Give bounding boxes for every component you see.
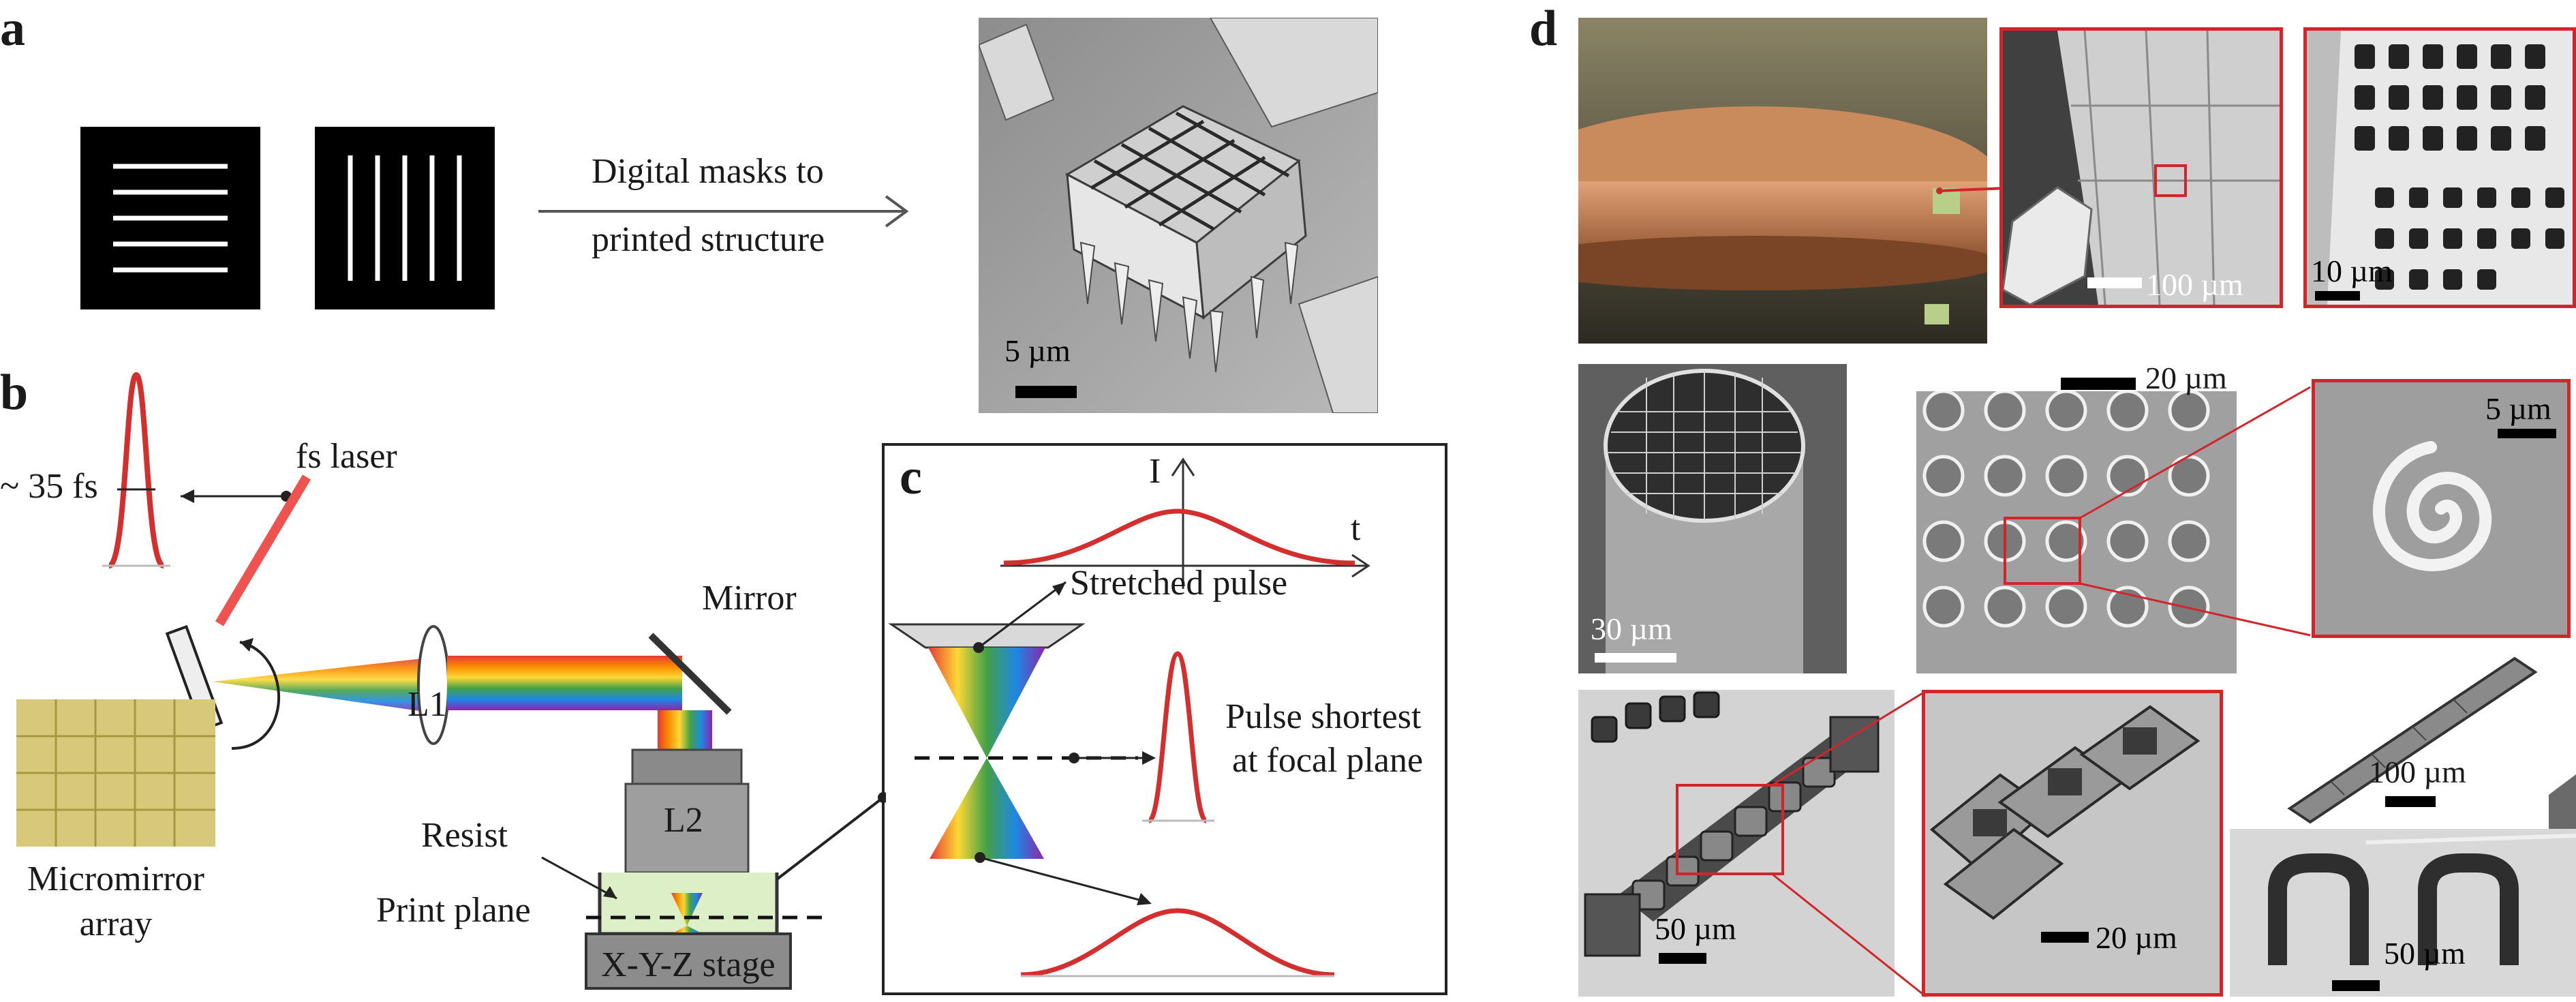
axis-t-label: t (1351, 509, 1361, 548)
axis-i-label: I (1149, 452, 1161, 491)
zoom-connector-lines-1 (1936, 187, 2007, 194)
optical-setup-diagram (102, 371, 886, 990)
sem-chain-zoom-illustration (1925, 693, 2220, 993)
pulse-shortest-line2: at focal plane (1232, 741, 1424, 780)
sem-5um-frame: 5 µm (2312, 379, 2571, 638)
stretched-pulse-label: Stretched pulse (1070, 564, 1288, 603)
micromirror-label-line1: Micromirror (27, 860, 204, 898)
sem-printed-structure: 5 µm (979, 18, 1378, 413)
lens-l2-label: L2 (664, 801, 703, 840)
sem-10um-frame: 10 µm (2303, 27, 2576, 308)
micromirror-label-line2: array (79, 905, 153, 943)
sem-chain-illustration (1578, 690, 1895, 997)
pulse-shortest-line1: Pulse shortest (1225, 697, 1422, 736)
penny-photo (1578, 18, 1987, 344)
sem-20um-frame: 20 µm (1922, 690, 2223, 997)
scale-100um-b-label: 100 µm (2369, 755, 2466, 789)
scale-20um-a-bar (2061, 378, 2136, 390)
scale-50um-a-bar (1659, 953, 1706, 964)
sem-cylinder: 30 µm (1578, 364, 1847, 673)
digital-mask-vertical (315, 127, 495, 309)
sem-arches: 50 µm (2230, 829, 2576, 997)
mask-horizontal-lines (113, 164, 228, 273)
digital-mask-horizontal (80, 127, 260, 309)
scale-100um-b-bar (2385, 796, 2436, 807)
scale-10um-label: 10 µm (2311, 254, 2393, 288)
scale-20um-b-label: 20 µm (2096, 920, 2177, 955)
resist-label: Resist (421, 816, 508, 855)
micromirror-photo (16, 699, 215, 847)
arrow-text-line2: printed structure (592, 220, 825, 259)
scale-50um-b-bar (2332, 980, 2380, 991)
panel-c-box: c I t Stretched pulse Pulse shortest at … (882, 443, 1447, 995)
panel-letter-a: a (0, 1, 25, 57)
arrow-text-line1: Digital masks to (592, 152, 824, 191)
scale-50um-b-label: 50 µm (2384, 936, 2466, 971)
penny-illustration (1578, 18, 1987, 344)
scale-10um-bar (2315, 291, 2360, 301)
pulse-stretch-diagram (888, 457, 1370, 977)
panel-letter-d: d (1529, 1, 1558, 57)
sem-scale-bar (1015, 386, 1077, 398)
scale-5um-label: 5 µm (2485, 391, 2551, 426)
lens-l1-label: L1 (408, 685, 447, 724)
scale-50um-a-label: 50 µm (1655, 911, 1736, 946)
sem-scale-label: 5 µm (1005, 333, 1071, 368)
sem-cylinder-illustration (1578, 364, 1847, 673)
sem-mesh-illustration (2307, 31, 2573, 305)
sem-arches-illustration (2230, 829, 2576, 997)
sem-chain: 50 µm (1578, 690, 1895, 997)
scale-5um-bar (2498, 429, 2556, 438)
sem-block-illustration (2003, 31, 2280, 305)
zoom-connector-lines-3 (1772, 690, 1927, 998)
scale-100um-label: 100 µm (2146, 267, 2243, 302)
sem-woodpile-illustration (979, 18, 1378, 413)
scale-30um-label: 30 µm (1591, 611, 1672, 646)
sem-single-spiral (2315, 382, 2567, 635)
scale-20um-a-label: 20 µm (2145, 361, 2227, 395)
panel-letter-c: c (900, 449, 922, 505)
scale-100um-bar (2087, 277, 2142, 288)
fs-laser-label: fs laser (296, 437, 397, 476)
mask-to-structure-arrow (538, 195, 909, 228)
panel-letter-b: b (0, 365, 29, 421)
sem-spiral-array (1916, 391, 2237, 673)
stage-label: X-Y-Z stage (601, 945, 776, 984)
scale-30um-bar (1595, 653, 1676, 663)
micromirror-grid (16, 699, 215, 847)
mirror-label: Mirror (702, 579, 797, 618)
sem-100um-frame: 100 µm (1999, 27, 2283, 308)
scale-20um-b-bar (2041, 932, 2089, 943)
print-plane-label: Print plane (376, 891, 531, 930)
pulse-width-label: ~ 35 fs (0, 467, 98, 506)
mask-vertical-lines (348, 155, 462, 281)
zoom-connector-lines-2 (2079, 386, 2311, 637)
